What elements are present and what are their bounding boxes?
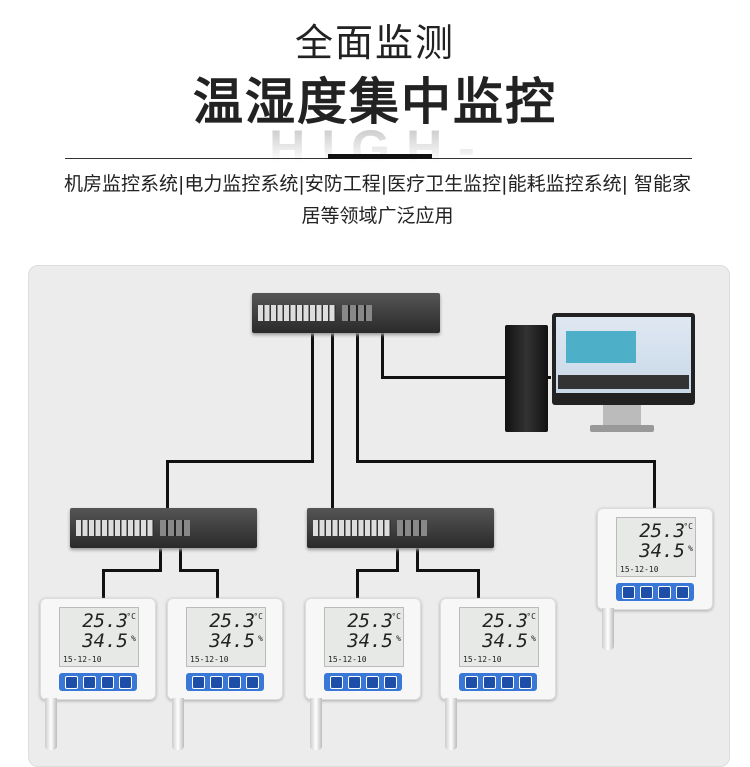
back-key[interactable] [330, 675, 343, 689]
keypad [186, 673, 264, 691]
humidity-unit: % [531, 634, 536, 643]
sensor-probe [445, 698, 457, 750]
temperature-value: 25.3 [209, 610, 255, 632]
temperature-unit: °C [683, 522, 693, 531]
humidity-value: 34.5 [482, 630, 528, 652]
temperature-unit: °C [391, 612, 401, 621]
keypad [59, 673, 137, 691]
ok-key[interactable] [246, 675, 259, 689]
temperature-unit: °C [253, 612, 263, 621]
lcd-display: 25.3 °C 34.5 % 15-12-10 [186, 607, 266, 667]
sensor-probe [172, 698, 184, 750]
humidity-unit: % [258, 634, 263, 643]
lcd-display: 25.3 °C 34.5 % 15-12-10 [324, 607, 404, 667]
temperature-unit: °C [526, 612, 536, 621]
down-key[interactable] [366, 675, 379, 689]
humidity-unit: % [688, 544, 693, 553]
monitor [552, 313, 695, 405]
sensor-probe [45, 698, 57, 750]
humidity-value: 34.5 [347, 630, 393, 652]
lcd-display: 25.3 °C 34.5 % 15-12-10 [616, 517, 696, 577]
ok-key[interactable] [519, 675, 532, 689]
headline: 温湿度集中监控 [193, 73, 557, 131]
up-key[interactable] [210, 675, 223, 689]
monitor-stand [603, 405, 641, 427]
back-key[interactable] [465, 675, 478, 689]
up-key[interactable] [483, 675, 496, 689]
down-key[interactable] [228, 675, 241, 689]
computer-tower [505, 325, 548, 432]
down-key[interactable] [501, 675, 514, 689]
access-switch-middle [307, 508, 494, 548]
humidity-unit: % [396, 634, 401, 643]
up-key[interactable] [348, 675, 361, 689]
down-key[interactable] [101, 675, 114, 689]
up-key[interactable] [83, 675, 96, 689]
temperature-humidity-sensor: 25.3 °C 34.5 % 15-12-10 [597, 508, 713, 610]
divider-accent [328, 154, 432, 159]
keypad [459, 673, 537, 691]
temperature-humidity-sensor: 25.3 °C 34.5 % 15-12-10 [167, 598, 283, 700]
temperature-unit: °C [126, 612, 136, 621]
temperature-value: 25.3 [347, 610, 393, 632]
humidity-value: 34.5 [639, 540, 685, 562]
down-key[interactable] [658, 585, 671, 599]
access-switch-left [70, 508, 257, 548]
monitor-base [590, 425, 654, 432]
date-readout: 15-12-10 [63, 655, 102, 664]
humidity-unit: % [131, 634, 136, 643]
title: 全面监测 [294, 21, 455, 65]
sensor-probe [602, 608, 614, 650]
date-readout: 15-12-10 [463, 655, 502, 664]
keypad [324, 673, 402, 691]
back-key[interactable] [192, 675, 205, 689]
temperature-value: 25.3 [482, 610, 528, 632]
temperature-humidity-sensor: 25.3 °C 34.5 % 15-12-10 [440, 598, 556, 700]
monitoring-software-screen [556, 317, 691, 393]
subtitle: 机房监控系统|电力监控系统|安防工程|医疗卫生监控|能耗监控系统| 智能家居等领… [63, 173, 692, 227]
sensor-probe [310, 698, 322, 750]
keypad [616, 583, 694, 601]
lcd-display: 25.3 °C 34.5 % 15-12-10 [459, 607, 539, 667]
ok-key[interactable] [119, 675, 132, 689]
humidity-value: 34.5 [209, 630, 255, 652]
ok-key[interactable] [676, 585, 689, 599]
date-readout: 15-12-10 [190, 655, 229, 664]
date-readout: 15-12-10 [328, 655, 367, 664]
humidity-value: 34.5 [82, 630, 128, 652]
temperature-value: 25.3 [82, 610, 128, 632]
back-key[interactable] [622, 585, 635, 599]
back-key[interactable] [65, 675, 78, 689]
lcd-display: 25.3 °C 34.5 % 15-12-10 [59, 607, 139, 667]
core-switch [252, 293, 440, 333]
temperature-humidity-sensor: 25.3 °C 34.5 % 15-12-10 [305, 598, 421, 700]
ok-key[interactable] [384, 675, 397, 689]
temperature-humidity-sensor: 25.3 °C 34.5 % 15-12-10 [40, 598, 156, 700]
date-readout: 15-12-10 [620, 565, 659, 574]
up-key[interactable] [640, 585, 653, 599]
temperature-value: 25.3 [639, 520, 685, 542]
